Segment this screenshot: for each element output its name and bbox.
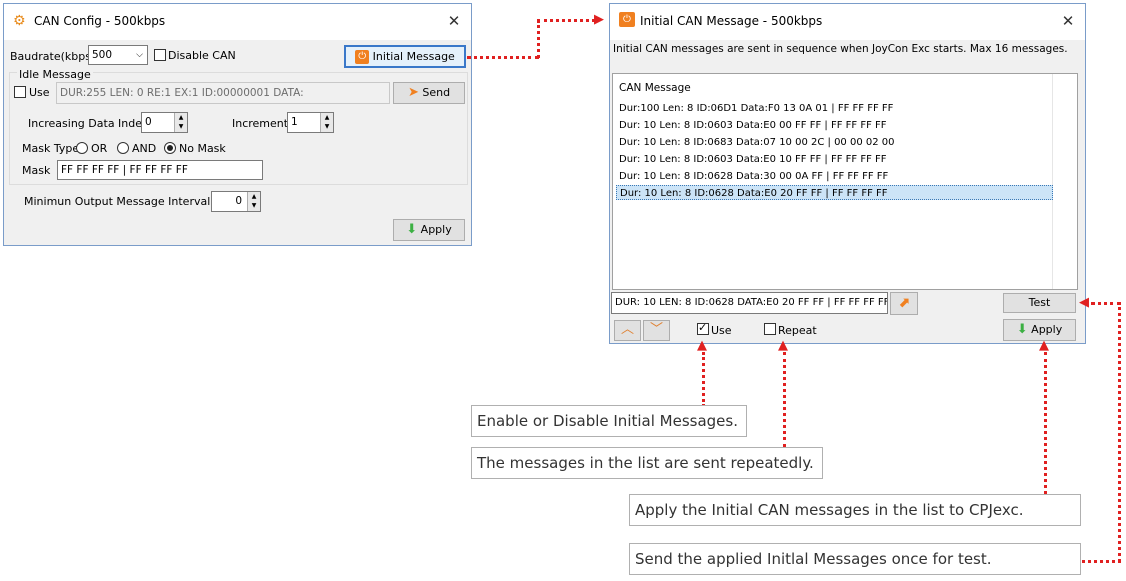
mask-type-label: Mask Type [22, 142, 80, 155]
connector-line [537, 20, 540, 58]
min-interval-label: Minimun Output Message Interval(ms) [24, 195, 236, 208]
can-config-window: ⚙ CAN Config - 500kbps ✕ Baudrate(kbps) … [3, 3, 472, 246]
list-header: CAN Message [619, 82, 691, 94]
apply-button[interactable]: ⬇ Apply [1003, 319, 1076, 341]
arrowhead-right-icon: ▶ [594, 12, 604, 27]
power-icon: ⏻ [619, 12, 635, 27]
initial-message-button[interactable]: ⏻ Initial Message [344, 45, 466, 68]
arrow-up-right-icon: ⬈ [898, 295, 910, 311]
mask-label: Mask [22, 164, 51, 177]
baudrate-label: Baudrate(kbps) [10, 50, 96, 63]
increasing-index-stepper[interactable]: 0 ▲▼ [141, 112, 188, 133]
idle-message-field[interactable]: DUR:255 LEN: 0 RE:1 EX:1 ID:00000001 DAT… [56, 82, 390, 104]
list-item-selected[interactable]: Dur: 10 Len: 8 ID:0628 Data:E0 20 FF FF … [616, 185, 1053, 200]
idle-message-group [9, 72, 468, 185]
connector-line [1091, 302, 1121, 305]
callout-test: Send the applied Initlal Messages once f… [629, 543, 1081, 575]
callout-repeat: The messages in the list are sent repeat… [471, 447, 823, 479]
connector-line [702, 352, 705, 407]
close-icon[interactable]: ✕ [1061, 12, 1075, 30]
description-text: Initial CAN messages are sent in sequenc… [613, 43, 1068, 55]
close-icon[interactable]: ✕ [447, 12, 461, 30]
connector-line [1082, 560, 1121, 563]
connector-line [537, 19, 595, 22]
connector-line [783, 352, 786, 447]
connector-line [1118, 302, 1121, 562]
window-title: Initial CAN Message - 500kbps [640, 14, 823, 28]
can-config-titlebar: ⚙ CAN Config - 500kbps ✕ [4, 4, 471, 40]
apply-button[interactable]: ⬇ Apply [393, 219, 465, 241]
move-down-button[interactable]: ﹀ [643, 320, 670, 341]
mask-and-label: AND [132, 142, 157, 155]
apply-icon: ⬇ [1016, 322, 1028, 337]
chevron-up-icon: ︿ [620, 322, 634, 337]
update-message-button[interactable]: ⬈ [890, 292, 918, 315]
callout-apply: Apply the Initial CAN messages in the li… [629, 494, 1081, 526]
move-up-button[interactable]: ︿ [614, 320, 641, 341]
list-item[interactable]: Dur: 10 Len: 8 ID:0603 Data:E0 10 FF FF … [619, 154, 887, 165]
list-item[interactable]: Dur:100 Len: 8 ID:06D1 Data:F0 13 0A 01 … [619, 103, 894, 114]
checkmark-icon: ✓ [698, 321, 708, 334]
mask-and-radio[interactable] [117, 142, 129, 154]
chevron-down-icon: ⌵ [136, 50, 143, 60]
use-label: Use [711, 324, 732, 337]
gear-icon: ⚙ [13, 13, 26, 29]
callout-enable: Enable or Disable Initial Messages. [471, 405, 747, 437]
message-edit-field[interactable]: DUR: 10 LEN: 8 ID:0628 DATA:E0 20 FF FF … [611, 292, 888, 314]
mask-field[interactable]: FF FF FF FF | FF FF FF FF [57, 160, 263, 180]
idle-message-group-label: Idle Message [17, 68, 93, 81]
baudrate-select[interactable]: 500 ⌵ [88, 45, 148, 65]
idle-use-checkbox[interactable] [14, 86, 26, 98]
arrowhead-up-icon: ▲ [697, 338, 707, 353]
connector-line [467, 56, 539, 59]
message-list[interactable]: CAN Message Dur:100 Len: 8 ID:06D1 Data:… [612, 73, 1078, 290]
power-icon: ⏻ [355, 50, 370, 64]
mask-nomask-radio[interactable] [164, 142, 176, 154]
mask-nomask-label: No Mask [179, 142, 226, 155]
mask-or-label: OR [91, 142, 108, 155]
idle-use-label: Use [29, 86, 50, 99]
arrowhead-up-icon: ▲ [778, 338, 788, 353]
initial-can-window: ⏻ Initial CAN Message - 500kbps ✕ Initia… [609, 3, 1086, 344]
mask-or-radio[interactable] [76, 142, 88, 154]
disable-can-checkbox[interactable] [154, 49, 166, 61]
radio-dot [167, 145, 173, 151]
send-button[interactable]: ➤ Send [393, 82, 465, 104]
repeat-label: Repeat [778, 324, 817, 337]
increment-label: Increment [232, 117, 289, 130]
apply-icon: ⬇ [406, 222, 418, 237]
list-item[interactable]: Dur: 10 Len: 8 ID:0628 Data:30 00 0A FF … [619, 171, 889, 182]
spin-arrows[interactable]: ▲▼ [247, 192, 260, 211]
increasing-index-label: Increasing Data Index [28, 117, 149, 130]
chevron-down-icon: ﹀ [649, 322, 663, 337]
send-icon: ➤ [407, 85, 419, 100]
min-interval-stepper[interactable]: 0 ▲▼ [211, 191, 261, 212]
window-title: CAN Config - 500kbps [34, 14, 166, 28]
spin-arrows[interactable]: ▲▼ [320, 113, 333, 132]
list-item[interactable]: Dur: 10 Len: 8 ID:0603 Data:E0 00 FF FF … [619, 120, 887, 131]
connector-line [1044, 352, 1047, 494]
use-checkbox[interactable]: ✓ [697, 321, 709, 335]
initial-can-titlebar: ⏻ Initial CAN Message - 500kbps ✕ [610, 4, 1085, 40]
increment-stepper[interactable]: 1 ▲▼ [287, 112, 334, 133]
list-column-divider [1052, 74, 1053, 289]
arrowhead-left-icon: ◀ [1079, 295, 1089, 310]
spin-arrows[interactable]: ▲▼ [174, 113, 187, 132]
arrowhead-up-icon: ▲ [1039, 338, 1049, 353]
disable-can-label: Disable CAN [168, 49, 236, 62]
repeat-checkbox[interactable] [764, 323, 776, 335]
test-button[interactable]: Test [1003, 293, 1076, 313]
list-item[interactable]: Dur: 10 Len: 8 ID:0683 Data:07 10 00 2C … [619, 137, 895, 148]
